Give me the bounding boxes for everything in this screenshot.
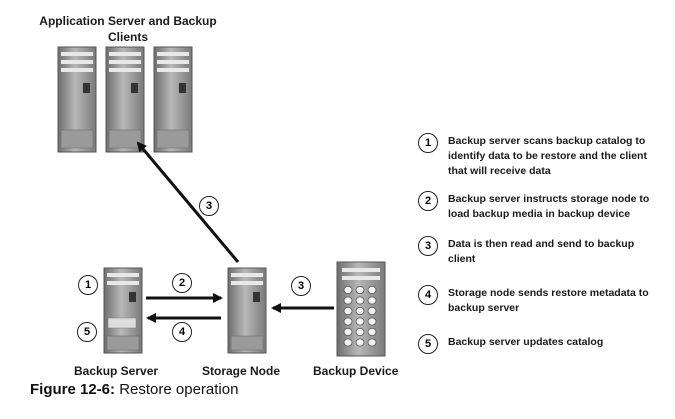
tape-slot bbox=[355, 317, 365, 326]
badge-step-5: 5 bbox=[77, 322, 97, 342]
legend-step-1-number: 1 bbox=[418, 133, 438, 153]
badge-step-4: 4 bbox=[172, 322, 192, 342]
tape-slot bbox=[343, 327, 353, 336]
tape-slot bbox=[355, 285, 365, 294]
storage-node-label: Storage Node bbox=[202, 364, 281, 378]
tape-slot bbox=[355, 296, 365, 305]
app-servers-label: Application Server and Backup Clients bbox=[39, 14, 217, 44]
badge-step-2: 2 bbox=[172, 273, 192, 293]
legend-step-4-number: 4 bbox=[418, 285, 438, 305]
legend-step-3-number: 3 bbox=[418, 236, 438, 256]
tape-slot bbox=[343, 296, 353, 305]
legend-step-2-text: Backup server instructs storage node to … bbox=[448, 193, 650, 220]
legend-step-1-text: Backup server scans backup catalog to id… bbox=[448, 135, 647, 177]
tape-slot bbox=[355, 306, 365, 315]
tape-slot bbox=[367, 306, 377, 315]
tape-slot bbox=[355, 338, 365, 347]
legend-step-5-text: Backup server updates catalog bbox=[448, 336, 604, 348]
backup-server-label: Backup Server bbox=[74, 364, 159, 378]
backup-server bbox=[103, 267, 143, 354]
tape-slot bbox=[343, 306, 353, 315]
badge-step-3-device: 3 bbox=[291, 276, 311, 296]
tape-slot bbox=[355, 327, 365, 336]
legend-step-2: 2 Backup server instructs storage node t… bbox=[418, 191, 668, 222]
application-server-3 bbox=[153, 46, 193, 153]
legend-step-1: 1 Backup server scans backup catalog to … bbox=[418, 133, 668, 179]
legend-step-5-number: 5 bbox=[418, 334, 438, 354]
legend-step-4-text: Storage node sends restore metadata to b… bbox=[448, 287, 649, 314]
figure-caption: Figure 12-6: Restore operation bbox=[30, 381, 238, 398]
legend-step-2-number: 2 bbox=[418, 191, 438, 211]
legend-step-4: 4 Storage node sends restore metadata to… bbox=[418, 285, 668, 316]
application-server-1 bbox=[57, 46, 97, 153]
tape-slot bbox=[367, 285, 377, 294]
legend-step-3-text: Data is then read and send to backup cli… bbox=[448, 238, 635, 265]
tape-slot bbox=[367, 327, 377, 336]
backup-device bbox=[336, 261, 386, 357]
tape-slot bbox=[367, 317, 377, 326]
figure-number: Figure 12-6: bbox=[30, 381, 116, 398]
legend-step-5: 5 Backup server updates catalog bbox=[418, 334, 668, 354]
figure-title: Restore operation bbox=[115, 381, 239, 398]
storage-node bbox=[227, 267, 267, 354]
tape-slot bbox=[367, 296, 377, 305]
tape-slot bbox=[343, 338, 353, 347]
arrow-storage-to-clients bbox=[136, 141, 240, 263]
tape-slot bbox=[343, 285, 353, 294]
badge-step-3-clients: 3 bbox=[199, 196, 219, 216]
badge-step-1: 1 bbox=[78, 275, 98, 295]
legend-step-3: 3 Data is then read and send to backup c… bbox=[418, 236, 668, 267]
application-server-2 bbox=[105, 46, 145, 153]
tape-slot bbox=[367, 338, 377, 347]
tape-slot bbox=[343, 317, 353, 326]
backup-device-label: Backup Device bbox=[313, 364, 399, 378]
